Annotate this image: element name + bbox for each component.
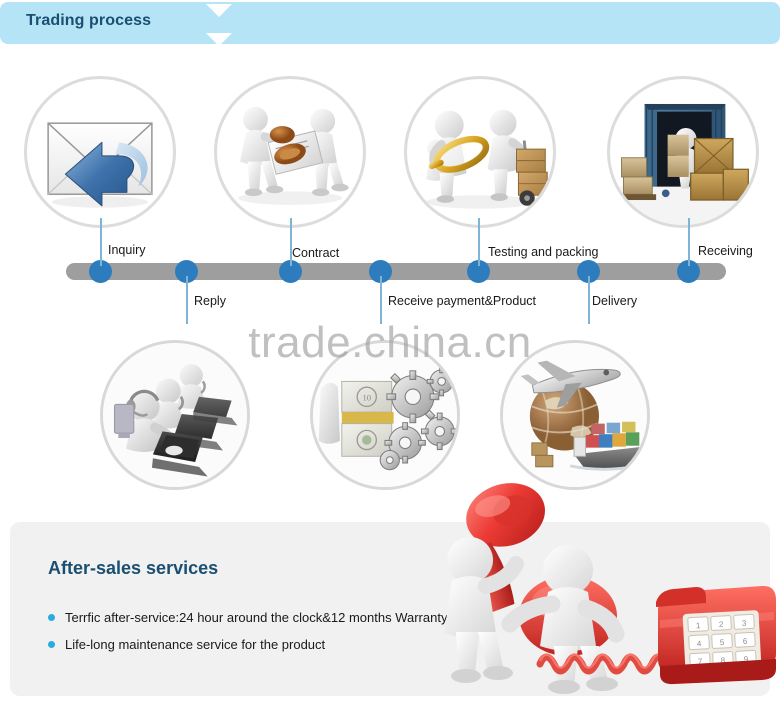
timeline-label-3: Receive payment&Product bbox=[388, 294, 536, 308]
timeline-dot-6 bbox=[677, 260, 700, 283]
process-image-contract bbox=[214, 76, 366, 228]
timeline-label-4: Testing and packing bbox=[488, 245, 599, 259]
global-logistics-image bbox=[503, 343, 647, 487]
timeline-stem-5 bbox=[588, 276, 590, 324]
process-image-testing-packing bbox=[404, 76, 556, 228]
envelope-reply-image bbox=[47, 122, 153, 208]
timeline-dot-3 bbox=[369, 260, 392, 283]
timeline-dot-2 bbox=[279, 260, 302, 283]
support-image-call-center bbox=[100, 340, 250, 490]
process-image-receiving bbox=[607, 76, 759, 228]
payment-gears-image: 10 bbox=[313, 343, 457, 487]
shipping-container-image bbox=[610, 103, 756, 225]
timeline-dot-4 bbox=[467, 260, 490, 283]
after-sales-bullet-2-text: Life-long maintenance service for the pr… bbox=[65, 637, 326, 652]
contract-handshake-image bbox=[238, 106, 349, 205]
timeline-label-1: Reply bbox=[194, 294, 226, 308]
banner-notch-bottom-icon bbox=[206, 33, 232, 46]
timeline-label-0: Inquiry bbox=[108, 243, 146, 257]
after-sales-bullet-1: Terrfic after-service:24 hour around the… bbox=[48, 610, 447, 625]
timeline-label-5: Delivery bbox=[592, 294, 638, 308]
inspection-delivery-image bbox=[426, 109, 548, 209]
banner-notch-top-icon bbox=[206, 4, 232, 17]
timeline-label-6: Receiving bbox=[698, 244, 753, 258]
timeline-label-2: Contract bbox=[292, 246, 340, 260]
timeline-dot-1 bbox=[175, 260, 198, 283]
timeline-stem-4 bbox=[478, 218, 480, 266]
process-image-inquiry bbox=[24, 76, 176, 228]
after-sales-bullet-1-text: Terrfic after-service:24 hour around the… bbox=[65, 610, 448, 625]
support-image-global-logistics bbox=[500, 340, 650, 490]
trading-process-banner: Trading process bbox=[0, 2, 780, 46]
timeline-dot-0 bbox=[89, 260, 112, 283]
page-title: Trading process bbox=[26, 12, 152, 29]
timeline-stem-0 bbox=[100, 218, 102, 266]
bullet-dot-icon bbox=[48, 614, 55, 621]
timeline-bar bbox=[66, 263, 726, 280]
after-sales-title: After-sales services bbox=[48, 558, 219, 578]
after-sales-panel: After-sales services Terrfic after-servi… bbox=[10, 522, 770, 696]
call-center-image bbox=[103, 343, 247, 487]
bullet-dot-icon bbox=[48, 641, 55, 648]
svg-text:10: 10 bbox=[362, 393, 371, 403]
timeline-dot-5 bbox=[577, 260, 600, 283]
timeline-stem-2 bbox=[290, 218, 292, 266]
support-image-payment-gears: 10 bbox=[310, 340, 460, 490]
after-sales-bullet-2: Life-long maintenance service for the pr… bbox=[48, 637, 325, 652]
timeline-stem-1 bbox=[186, 276, 188, 324]
timeline-stem-6 bbox=[688, 218, 690, 266]
timeline-stem-3 bbox=[380, 276, 382, 324]
